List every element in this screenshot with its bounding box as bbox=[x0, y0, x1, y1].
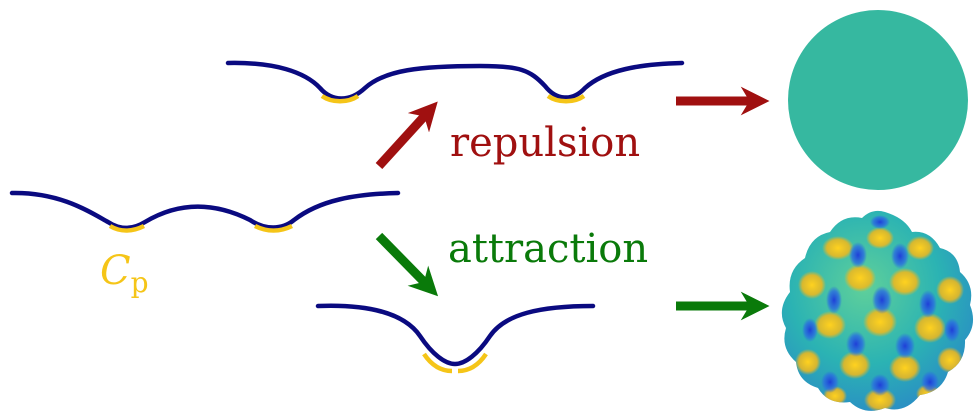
attracted-membrane bbox=[318, 306, 593, 371]
initial-membrane bbox=[12, 193, 398, 231]
attraction-arrow-icon bbox=[379, 236, 430, 288]
repulsion-arrow-icon bbox=[379, 110, 430, 166]
cap-label-subscript: p bbox=[131, 266, 149, 299]
repulsed-membrane bbox=[228, 63, 682, 101]
cap-label-symbol: C bbox=[100, 248, 131, 294]
cap-label: Cp bbox=[100, 248, 149, 299]
initial-membrane-line bbox=[12, 193, 398, 228]
repulsion-label: repulsion bbox=[450, 120, 640, 166]
repulsed-membrane-line bbox=[228, 63, 682, 99]
budded-sphere bbox=[770, 200, 976, 417]
smooth-sphere bbox=[788, 10, 968, 190]
attracted-membrane-line bbox=[318, 306, 593, 364]
attraction-label: attraction bbox=[448, 226, 648, 272]
